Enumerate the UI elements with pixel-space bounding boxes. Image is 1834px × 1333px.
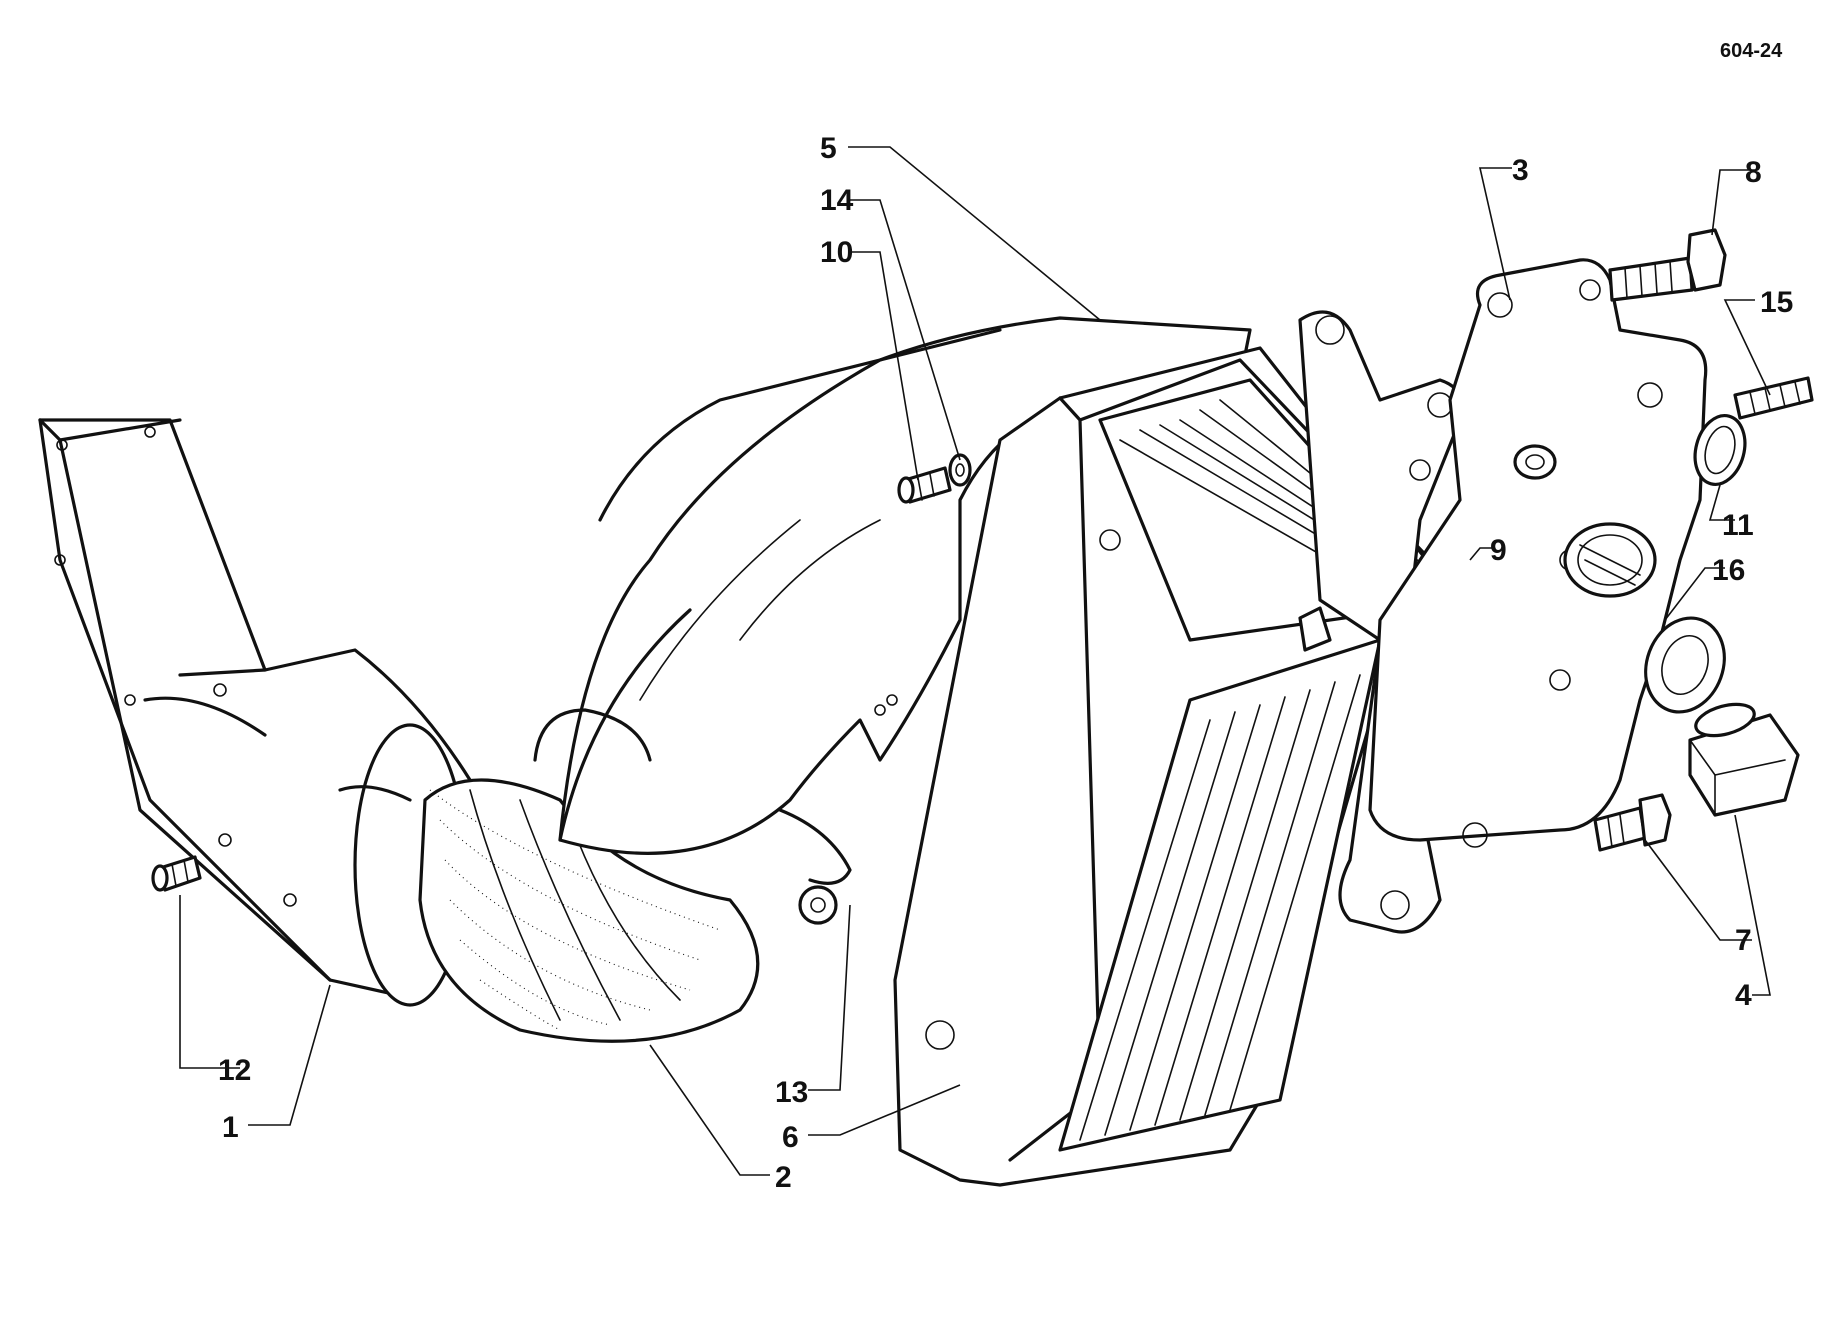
part-7-small-bolt xyxy=(1593,793,1672,852)
leader-lines xyxy=(179,146,1771,1176)
callout-4: 4 xyxy=(1735,979,1752,1012)
part-12-small-screw xyxy=(151,855,202,892)
callout-3: 3 xyxy=(1512,154,1529,187)
part-15-stud xyxy=(1733,376,1814,420)
callout-11: 11 xyxy=(1722,509,1754,542)
callout-6: 6 xyxy=(782,1121,799,1154)
part-11-seal-ring xyxy=(1693,414,1747,486)
callout-15: 15 xyxy=(1760,286,1793,319)
part-14-washer xyxy=(948,453,972,487)
part-13-hose-clamp xyxy=(533,708,852,925)
callout-9: 9 xyxy=(1490,534,1507,567)
part-10-screw xyxy=(897,466,952,504)
part-8-hex-bolt xyxy=(1608,228,1727,302)
callout-5: 5 xyxy=(820,132,837,165)
callout-14: 14 xyxy=(820,184,854,217)
part-3-filter-housing xyxy=(1368,258,1708,848)
callout-8: 8 xyxy=(1745,156,1762,189)
callout-16: 16 xyxy=(1712,554,1745,587)
callout-13: 13 xyxy=(775,1076,808,1109)
callout-7: 7 xyxy=(1735,924,1752,957)
part-1-intake-duct xyxy=(38,418,472,1007)
callout-2: 2 xyxy=(775,1161,792,1194)
callout-10: 10 xyxy=(820,236,853,269)
part-4-hex-plug xyxy=(1688,702,1800,817)
figure-code: 604-24 xyxy=(1720,40,1783,62)
part-16-gasket-ring xyxy=(1644,616,1726,714)
callout-1: 1 xyxy=(222,1111,239,1144)
callout-12: 12 xyxy=(218,1054,251,1087)
